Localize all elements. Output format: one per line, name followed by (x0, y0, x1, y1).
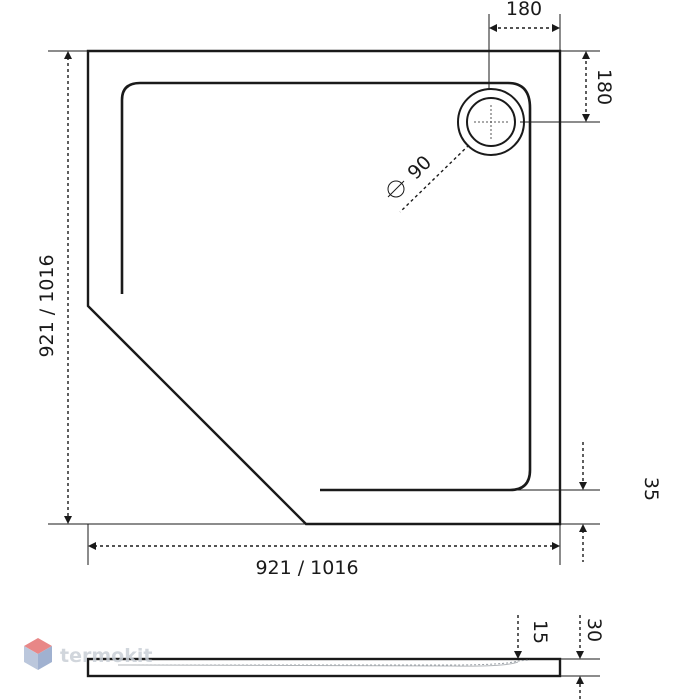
watermark: termokit (24, 638, 152, 670)
profile-inner-contour (118, 659, 531, 666)
termokit-logo-icon (24, 638, 52, 670)
dimension-profile-total: 30 (560, 615, 605, 700)
dimension-label-left-side: 921 / 1016 (36, 254, 58, 357)
diameter-symbol-icon (387, 180, 405, 198)
watermark-text: termokit (60, 645, 152, 667)
dimension-profile-inner: 15 (514, 615, 551, 659)
drain (457, 88, 525, 156)
dimension-label-profile-inner: 15 (529, 620, 551, 644)
basin-edge (120, 81, 532, 492)
tray-profile (86, 657, 562, 678)
dimension-label-profile-total: 30 (583, 618, 605, 642)
dimension-label-bottom-side: 921 / 1016 (255, 557, 358, 579)
dimension-label-top-offset: 180 (506, 0, 542, 20)
dimension-left-side: 921 / 1016 (36, 50, 306, 525)
dimension-top-offset: 180 (488, 0, 561, 90)
dimension-rim-height: 35 (516, 442, 662, 562)
dimension-bottom-side: 921 / 1016 (87, 524, 561, 579)
profile-view (86, 657, 562, 678)
dimension-label-right-offset: 180 (593, 69, 615, 105)
dimension-label-rim-height: 35 (640, 477, 662, 501)
dimension-drain-diameter: 90 (387, 144, 470, 213)
dimension-label-drain-diameter: 90 (403, 151, 436, 184)
tray-outline (86, 49, 562, 526)
dimension-right-offset: 180 (520, 50, 615, 123)
plan-view (86, 49, 562, 526)
